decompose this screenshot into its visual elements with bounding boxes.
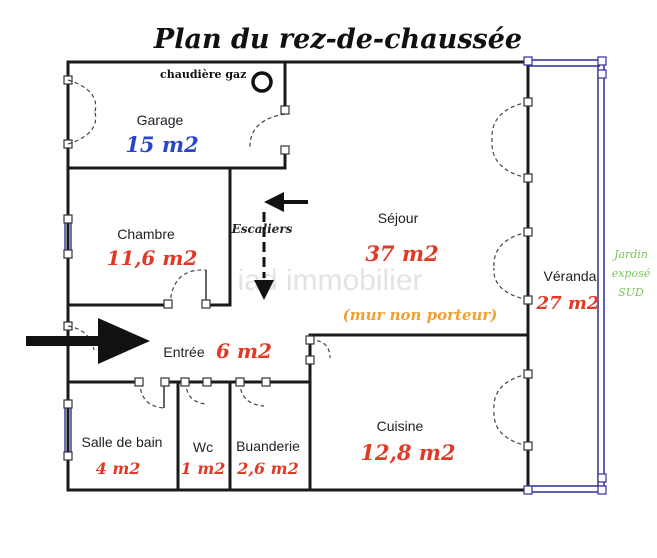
entry-arrow-icon [26, 318, 150, 364]
room-name-garage: Garage [137, 112, 184, 128]
room-name-sdb: Salle de bain [82, 434, 163, 450]
room-area-wc: 1 m2 [181, 459, 226, 478]
room-name-sejour: Séjour [378, 210, 419, 226]
room-area-sejour: 37 m2 [365, 241, 438, 266]
doors [67, 79, 533, 451]
garden-label-line-2: exposé [612, 267, 651, 280]
room-name-wc: Wc [193, 439, 213, 455]
garden-label-line-1: Jardin [612, 248, 648, 261]
veranda-frame [523, 56, 607, 495]
boiler-icon [251, 71, 273, 93]
room-area-entree: 6 m2 [216, 339, 272, 363]
stairs-arrows [254, 192, 308, 300]
room-area-cuisine: 12,8 m2 [360, 440, 455, 465]
room-name-chambre: Chambre [117, 226, 175, 242]
wall-note: (mur non porteur) [343, 306, 498, 324]
room-name-veranda: Véranda [544, 268, 597, 284]
room-name-cuisine: Cuisine [377, 418, 424, 434]
boiler-label: chaudière gaz [160, 68, 246, 81]
room-name-entree: Entrée [163, 344, 204, 360]
room-area-chambre: 11,6 m2 [107, 246, 198, 270]
stairs-label: Escaliers [231, 222, 293, 236]
garden-label: Jardin exposé SUD [612, 248, 651, 299]
room-name-buanderie: Buanderie [236, 438, 300, 454]
room-area-garage: 15 m2 [125, 132, 198, 157]
walls [66, 60, 530, 492]
room-area-veranda: 27 m2 [536, 293, 600, 314]
room-area-sdb: 4 m2 [96, 459, 141, 478]
room-area-buanderie: 2,6 m2 [236, 459, 298, 478]
garden-label-line-3: SUD [618, 286, 644, 299]
plan-title: Plan du rez-de-chaussée [153, 24, 522, 55]
